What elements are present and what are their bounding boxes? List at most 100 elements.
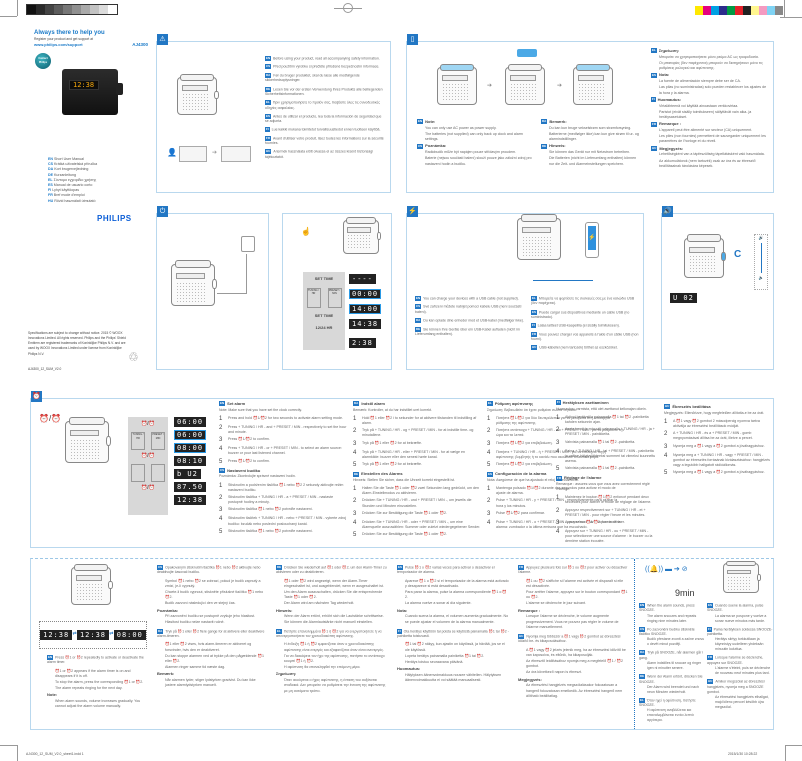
radio-illustration	[517, 214, 561, 260]
model-number: AJ4300	[132, 41, 148, 47]
alarm-buttons-label: ⏰/⏰	[39, 414, 62, 423]
grayscale-bar	[26, 4, 118, 15]
arrow-icon: ➔	[487, 83, 493, 89]
crop-mark	[780, 17, 802, 18]
radio-illustration	[65, 417, 112, 463]
language-item: DE Kurzanleitung	[48, 172, 76, 177]
crop-mark	[0, 16, 17, 17]
language-list: EN Short User Manual CS Krátká uživatels…	[48, 157, 148, 204]
steps-panel: SET TIME TUNING / HR PRESET / MIN SET TI…	[303, 272, 345, 350]
footer-date: 2015/1/30 10:28:22	[728, 752, 758, 756]
crop-mark	[0, 745, 17, 746]
step-12-24: 12/24 HR	[303, 324, 345, 331]
recycle-icon: ♲	[128, 350, 139, 364]
language-item: HU Rövid használati útmutató	[48, 198, 96, 203]
arrow-icon: ➔	[557, 83, 563, 89]
alarm-clock-icon: ⏰	[31, 391, 42, 402]
usb-cable	[533, 280, 593, 281]
battery-icon: ▯	[407, 34, 418, 45]
battery-illustration	[517, 49, 537, 57]
cover-headline: Always there to help you	[34, 30, 105, 36]
contact-badge: Contact Philips	[35, 53, 51, 69]
registration-mark	[343, 3, 353, 13]
support-url[interactable]: www.philips.com/support	[34, 41, 83, 47]
power-cord	[217, 254, 247, 294]
legal-text: Specifications are subject to change wit…	[28, 331, 126, 356]
language-item: CS Krátká uživatelská příručka	[48, 162, 98, 167]
language-item: ES Manual de usuario corto	[48, 183, 93, 188]
rotate-icon: C	[734, 249, 742, 260]
speaker-icon: 🔊	[662, 206, 673, 217]
battery-step-2	[505, 63, 545, 105]
language-item: EN Short User Manual	[48, 157, 84, 161]
wall-socket	[241, 236, 255, 252]
radio-illustration	[343, 217, 381, 254]
volume-display: U 02	[670, 293, 697, 303]
user-icon: 👤	[167, 148, 177, 157]
battery-step-3	[573, 63, 613, 105]
footer-file: AJ4300_12_SUM_V2.0_sheet1.indd 1	[26, 752, 84, 756]
crop-mark	[785, 745, 786, 761]
safety-icon: ⚠	[157, 34, 168, 45]
crop-mark	[784, 0, 785, 17]
alarm-display-sequence: 06:00 06:00 08:00 08:10 b U2 87.50 12:38	[174, 417, 208, 505]
alarm-steps-panel: ⏰/⏰ TUNING / HR PRESET / MIN ⏰/⏰ ⏰/⏰	[128, 417, 168, 515]
radio-illustration	[71, 563, 114, 605]
tuning-hr-button: TUNING / HR	[131, 432, 145, 451]
language-item: EL Σύντομο εγχειρίδιο χρήσης	[48, 177, 97, 182]
brand-logo: PHILIPS	[97, 214, 132, 223]
lightning-icon: ⚡	[407, 206, 418, 217]
crop-mark	[785, 745, 802, 746]
radio-illustration	[723, 560, 761, 593]
radio-illustration	[171, 260, 218, 306]
toggle-sequence: 12:38⇄12:38⇄08:00	[39, 621, 147, 649]
tuning-hr-button: TUNING / HR	[306, 287, 321, 308]
doc-code: AJ4300_12_SUM_V2.0	[28, 367, 62, 371]
color-bar	[695, 6, 783, 15]
language-item: FI Lyhyt käyttöopas	[48, 188, 80, 193]
crop-mark	[17, 745, 18, 761]
product-display: 12:38	[73, 81, 95, 89]
radio-illustration	[177, 73, 220, 115]
hand-icon: ☝	[301, 227, 311, 236]
snooze-duration: 9min	[675, 588, 695, 598]
manual-illustration	[179, 146, 207, 162]
battery-step-1	[437, 63, 477, 105]
volume-panel: 🔊 C 🔊🔈 U 02	[661, 206, 774, 370]
ac-power-panel: ⏻	[156, 206, 269, 370]
set-time-panel: ☝ SET TIME TUNING / HR PRESET / MIN SET …	[282, 213, 392, 370]
alarm-panel: ⏰ ⏰/⏰ ⏰/⏰ TUNING / HR PRESET / MIN ⏰/⏰ ⏰…	[30, 391, 774, 548]
preset-min-button: PRESET / MIN	[151, 432, 165, 451]
preset-min-button: PRESET / MIN	[327, 287, 342, 308]
crop-mark	[17, 0, 18, 16]
phone-illustration: ⚡	[585, 222, 599, 258]
step-set-time-confirm: SET TIME	[303, 312, 345, 319]
language-item: DA Kort brugervejledning	[48, 167, 89, 172]
